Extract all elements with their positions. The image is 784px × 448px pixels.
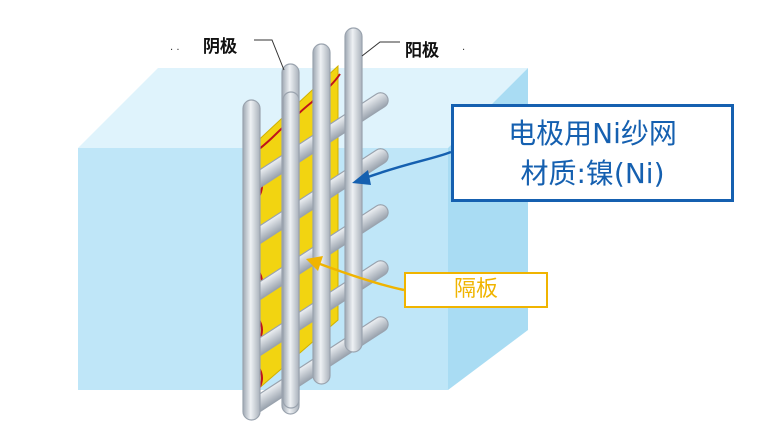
mesh-callout-line1: 电极用Ni纱网 xyxy=(508,117,677,150)
cathode-leader-line xyxy=(254,39,285,71)
cathode-rod-1 xyxy=(242,99,261,421)
cathode-rod-3 xyxy=(282,91,300,409)
anode-mark: . xyxy=(462,42,465,53)
mesh-callout-line2: 材质:镍(Ni) xyxy=(520,157,665,190)
mesh-arrowhead xyxy=(352,170,371,185)
mesh-callout-arrow xyxy=(364,150,452,180)
anode-rod-2 xyxy=(344,27,363,353)
separator-callout-arrow xyxy=(319,262,405,292)
cathode-label: 阴极 xyxy=(203,37,237,57)
cathode-mark: . . xyxy=(170,42,180,53)
separator-arrowhead xyxy=(306,256,323,271)
anode-label: 阳极 xyxy=(405,41,439,61)
mesh-vertical-rods xyxy=(242,27,363,421)
separator-callout-box: 隔板 xyxy=(404,272,548,308)
membrane-top-wavy-line xyxy=(257,73,341,151)
anode-rod-1 xyxy=(312,43,331,385)
mesh-callout-box: 电极用Ni纱网 材质:镍(Ni) xyxy=(451,104,734,202)
separator-callout-label: 隔板 xyxy=(453,277,498,302)
anode-leader-line xyxy=(361,41,400,57)
